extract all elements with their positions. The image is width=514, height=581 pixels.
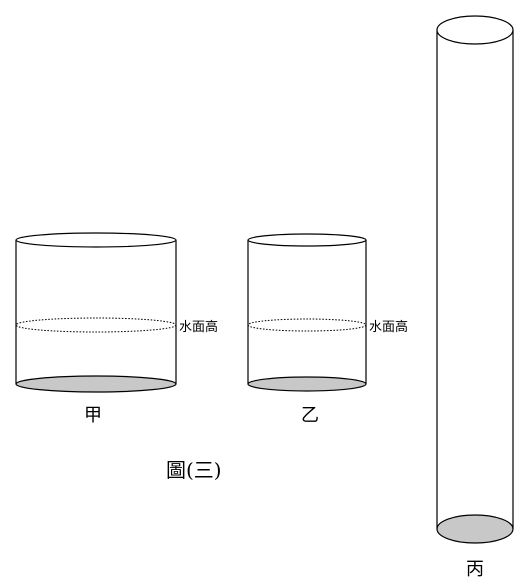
container-bing: 丙	[436, 15, 514, 580]
container-bing-base	[436, 514, 514, 544]
container-yi-water-surface	[247, 318, 367, 332]
container-jia: 水面高 甲	[15, 232, 218, 426]
figure-caption: 圖(三)	[166, 458, 222, 482]
container-yi-water-label: 水面高	[369, 319, 408, 335]
container-jia-name: 甲	[84, 405, 102, 426]
container-yi-name: 乙	[301, 405, 319, 426]
container-jia-water-label: 水面高	[179, 319, 218, 335]
container-jia-rim	[15, 232, 177, 248]
container-yi: 水面高 乙	[247, 233, 408, 426]
container-bing-name: 丙	[466, 559, 484, 580]
container-jia-base	[15, 375, 177, 393]
container-yi-base	[247, 376, 367, 392]
container-bing-rim	[436, 15, 514, 45]
container-yi-rim	[247, 233, 367, 247]
container-jia-water-surface	[15, 317, 177, 333]
